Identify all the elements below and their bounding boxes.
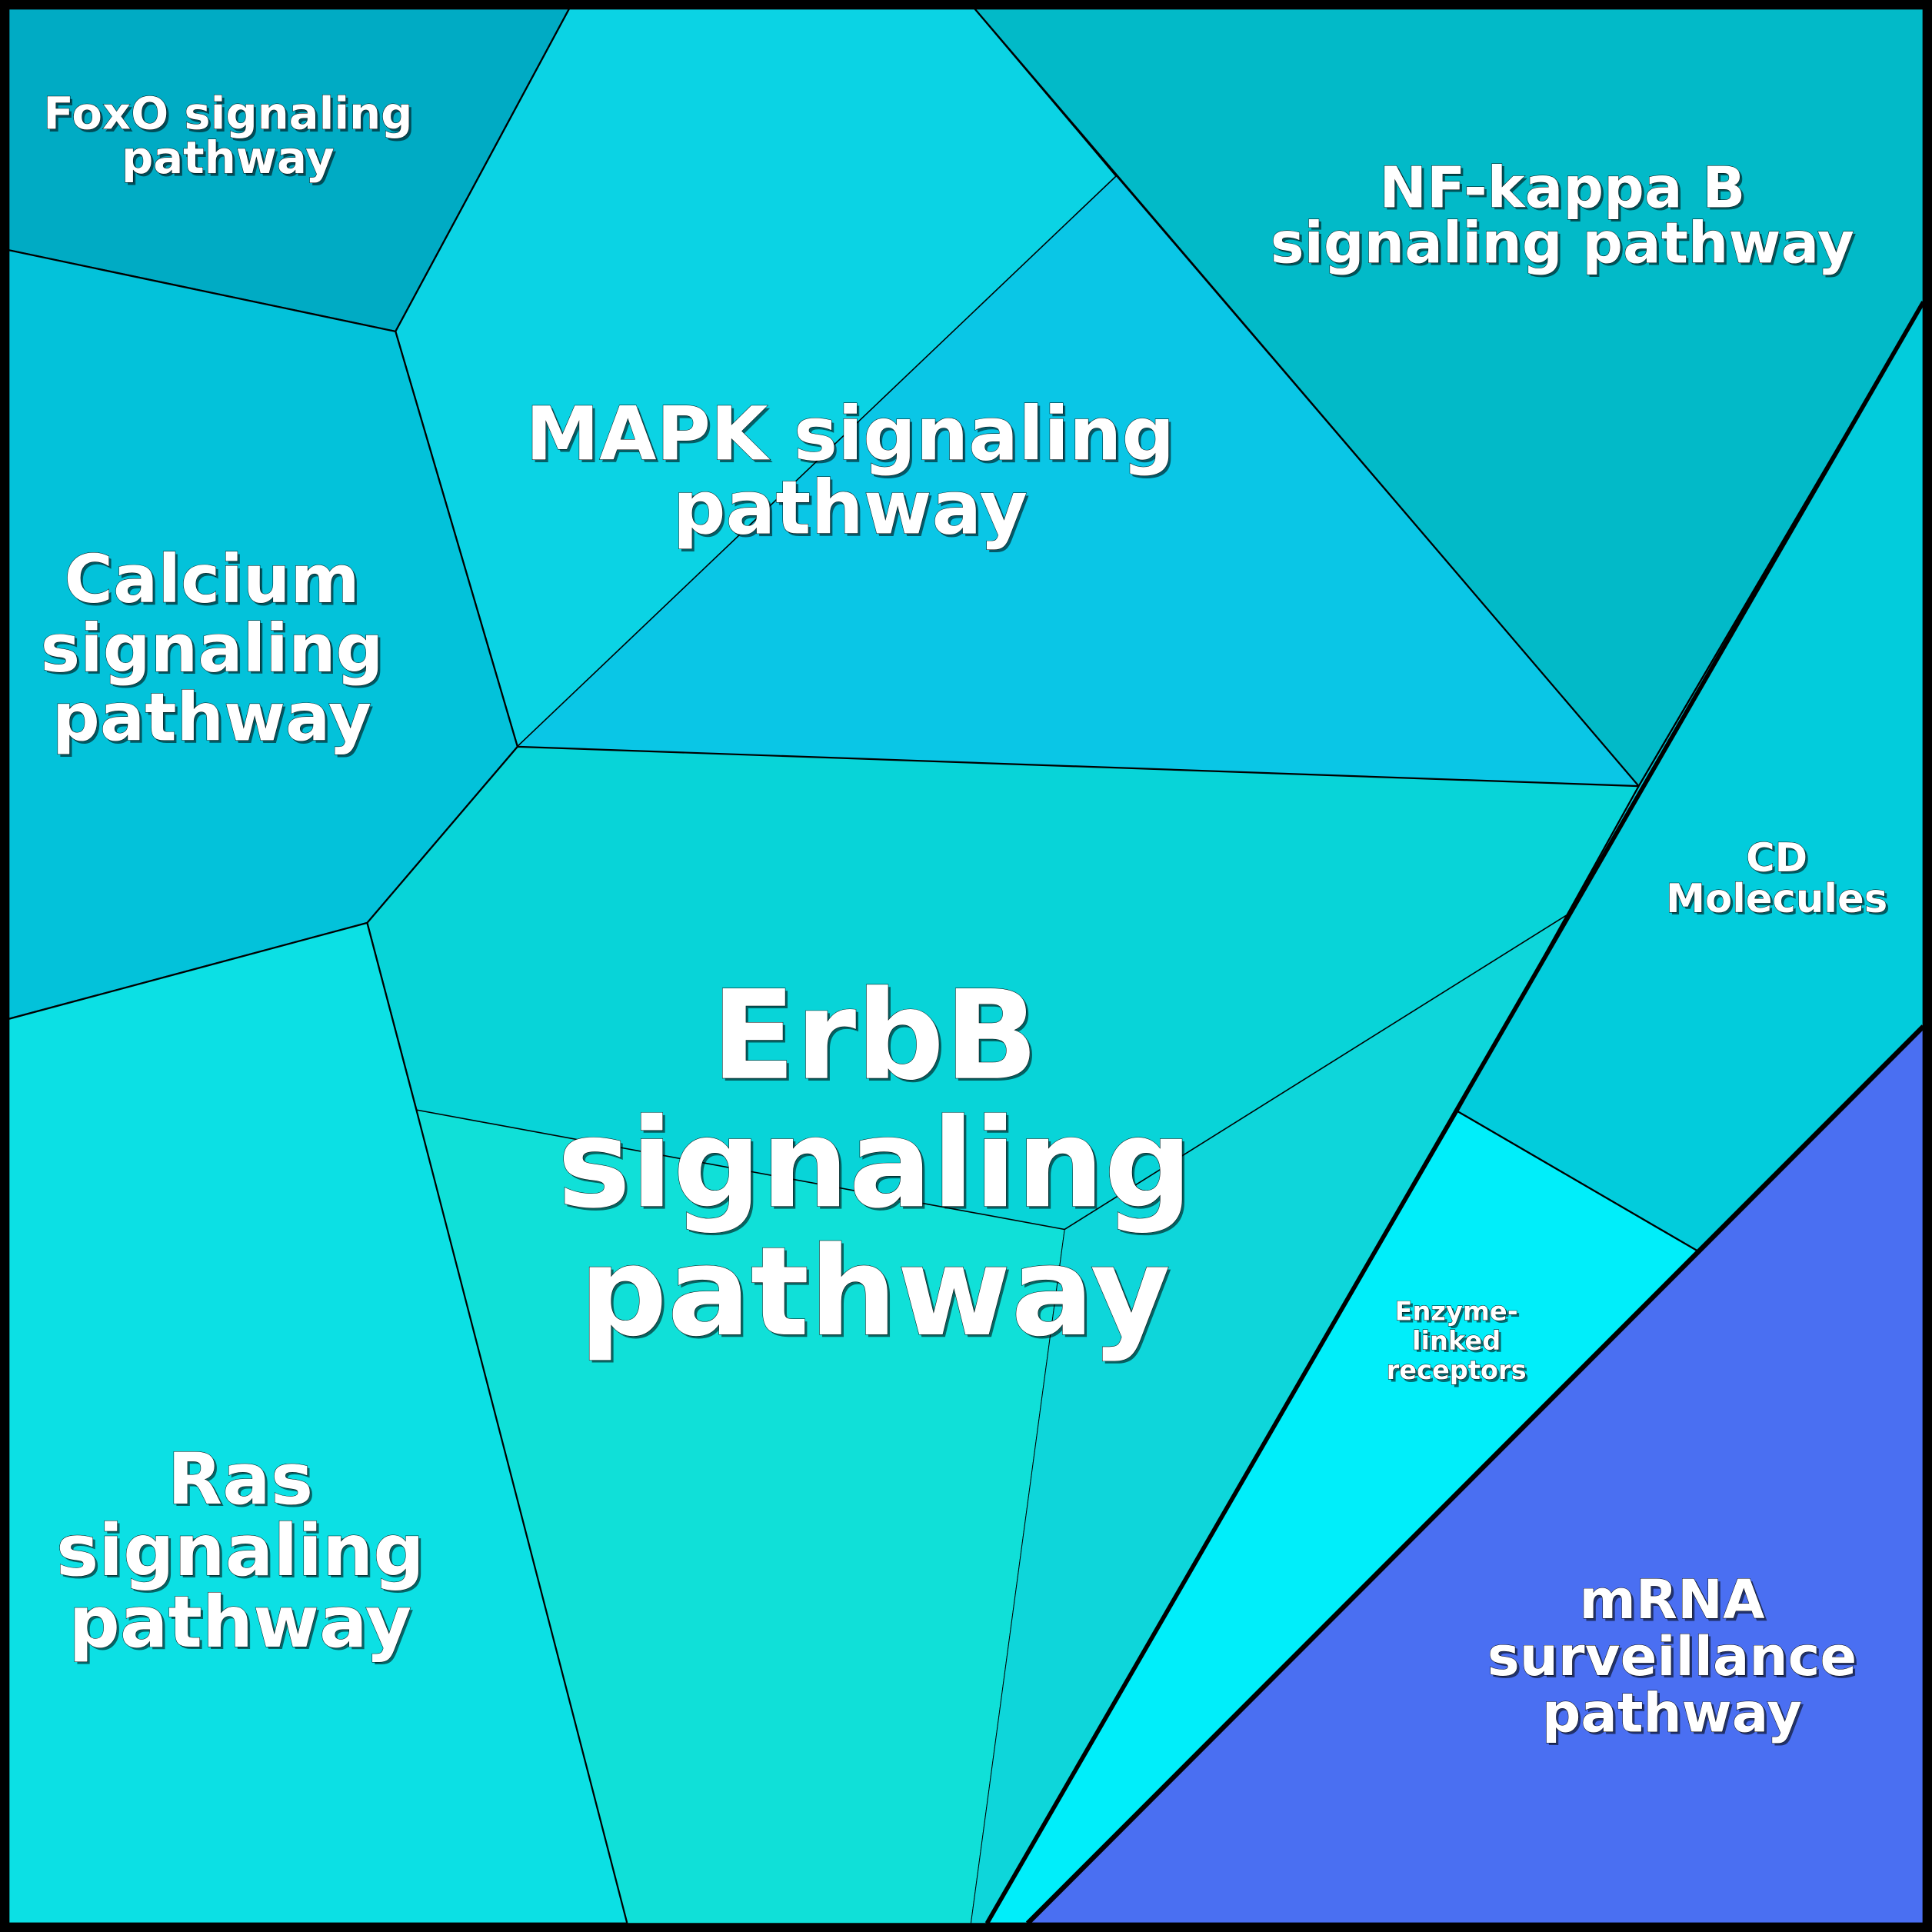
label-shadow: surveillance: [1490, 1627, 1859, 1690]
label-enzyme: receptors: [1387, 1355, 1527, 1385]
label-shadow: signaling pathway: [1273, 214, 1857, 279]
label-enzyme: Enzyme-: [1395, 1296, 1518, 1326]
label-shadow: pathway: [675, 468, 1030, 554]
label-foxo: pathway: [122, 132, 335, 184]
label-calcium: signaling: [41, 611, 384, 688]
label-shadow: signaling: [58, 1511, 427, 1594]
group-boundary: [984, 301, 1926, 1925]
label-mrna: mRNA: [1579, 1568, 1765, 1631]
label-ras: Ras: [168, 1437, 314, 1521]
label-shadow: Calcium: [67, 544, 362, 621]
label-shadow: Molecules: [1668, 878, 1890, 924]
cell-ras: [8, 921, 628, 1924]
label-shadow: pathway: [55, 682, 374, 759]
label-cd: CD: [1746, 835, 1807, 881]
label-erbb: signaling: [558, 1091, 1193, 1235]
label-calcium: Calcium: [64, 541, 359, 618]
label-enzyme: linked: [1412, 1326, 1501, 1356]
label-nfkb: NF-kappa B: [1379, 155, 1745, 221]
label-shadow: signaling: [560, 1094, 1195, 1238]
label-shadow: mRNA: [1582, 1571, 1768, 1634]
label-shadow: FoxO signaling: [46, 90, 415, 142]
label-shadow: signaling: [43, 613, 386, 690]
label-shadow: CD: [1748, 838, 1810, 884]
label-ras: signaling: [56, 1509, 425, 1592]
label-shadow: pathway: [72, 1583, 415, 1666]
label-shadow: NF-kappa B: [1382, 158, 1748, 224]
label-erbb: ErbB: [711, 964, 1038, 1108]
label-shadow: pathway: [581, 1222, 1173, 1366]
label-mrna: surveillance: [1487, 1625, 1857, 1688]
label-mapk: pathway: [673, 465, 1028, 551]
label-mrna: pathway: [1542, 1682, 1802, 1745]
label-foxo: FoxO signaling: [43, 88, 412, 140]
label-erbb: pathway: [579, 1220, 1171, 1364]
label-shadow: ErbB: [714, 966, 1041, 1110]
label-calcium: pathway: [52, 680, 371, 757]
label-mapk: MAPK signaling: [526, 391, 1175, 478]
group-boundary: [1025, 1024, 1926, 1926]
label-shadow: MAPK signaling: [528, 394, 1178, 480]
label-nfkb: signaling pathway: [1271, 211, 1854, 276]
label-cd: Molecules: [1666, 876, 1887, 922]
label-shadow: receptors: [1389, 1357, 1529, 1387]
label-shadow: Ras: [170, 1440, 316, 1523]
label-shadow: Enzyme-: [1397, 1299, 1521, 1329]
label-shadow: linked: [1414, 1328, 1503, 1358]
label-shadow: pathway: [124, 134, 337, 186]
label-ras: pathway: [68, 1581, 411, 1664]
label-shadow: pathway: [1544, 1684, 1804, 1747]
